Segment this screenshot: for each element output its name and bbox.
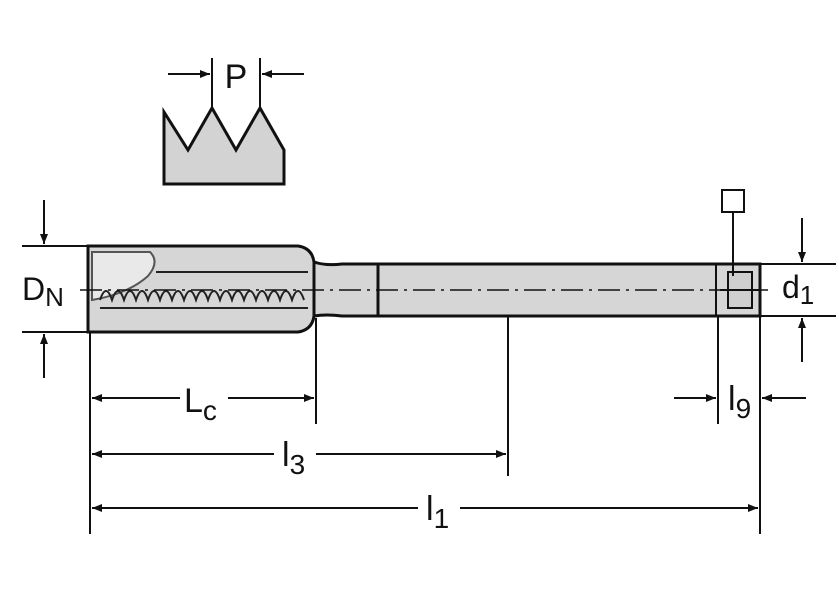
neck-section xyxy=(312,259,380,318)
thread-grooves xyxy=(99,271,308,309)
total-length-label: l1 xyxy=(426,490,449,534)
shank-diameter-label: d1 xyxy=(782,269,814,310)
total-length-dimension: l1 xyxy=(92,490,758,534)
length-3-dimension: l3 xyxy=(92,436,506,480)
tap-body xyxy=(80,244,772,334)
thread-profile-detail: P xyxy=(162,58,304,186)
square-length-dimension: l9 xyxy=(674,380,806,424)
nominal-diameter-dimension: DN xyxy=(22,200,88,378)
flute-shape xyxy=(91,251,156,302)
length-3-label: l3 xyxy=(282,436,305,480)
thread-profile-shape xyxy=(162,104,286,186)
shank-diameter-dimension: d1 xyxy=(760,218,836,362)
chamfer-length-dimension: Lc xyxy=(92,382,314,426)
square-length-label: l9 xyxy=(728,380,751,424)
chamfer-length-label: Lc xyxy=(184,382,217,426)
pitch-label: P xyxy=(225,58,248,96)
square-symbol-icon xyxy=(721,189,745,213)
nominal-diameter-label: DN xyxy=(22,271,64,312)
extension-lines xyxy=(89,316,761,534)
square-end-indicator xyxy=(721,189,745,276)
